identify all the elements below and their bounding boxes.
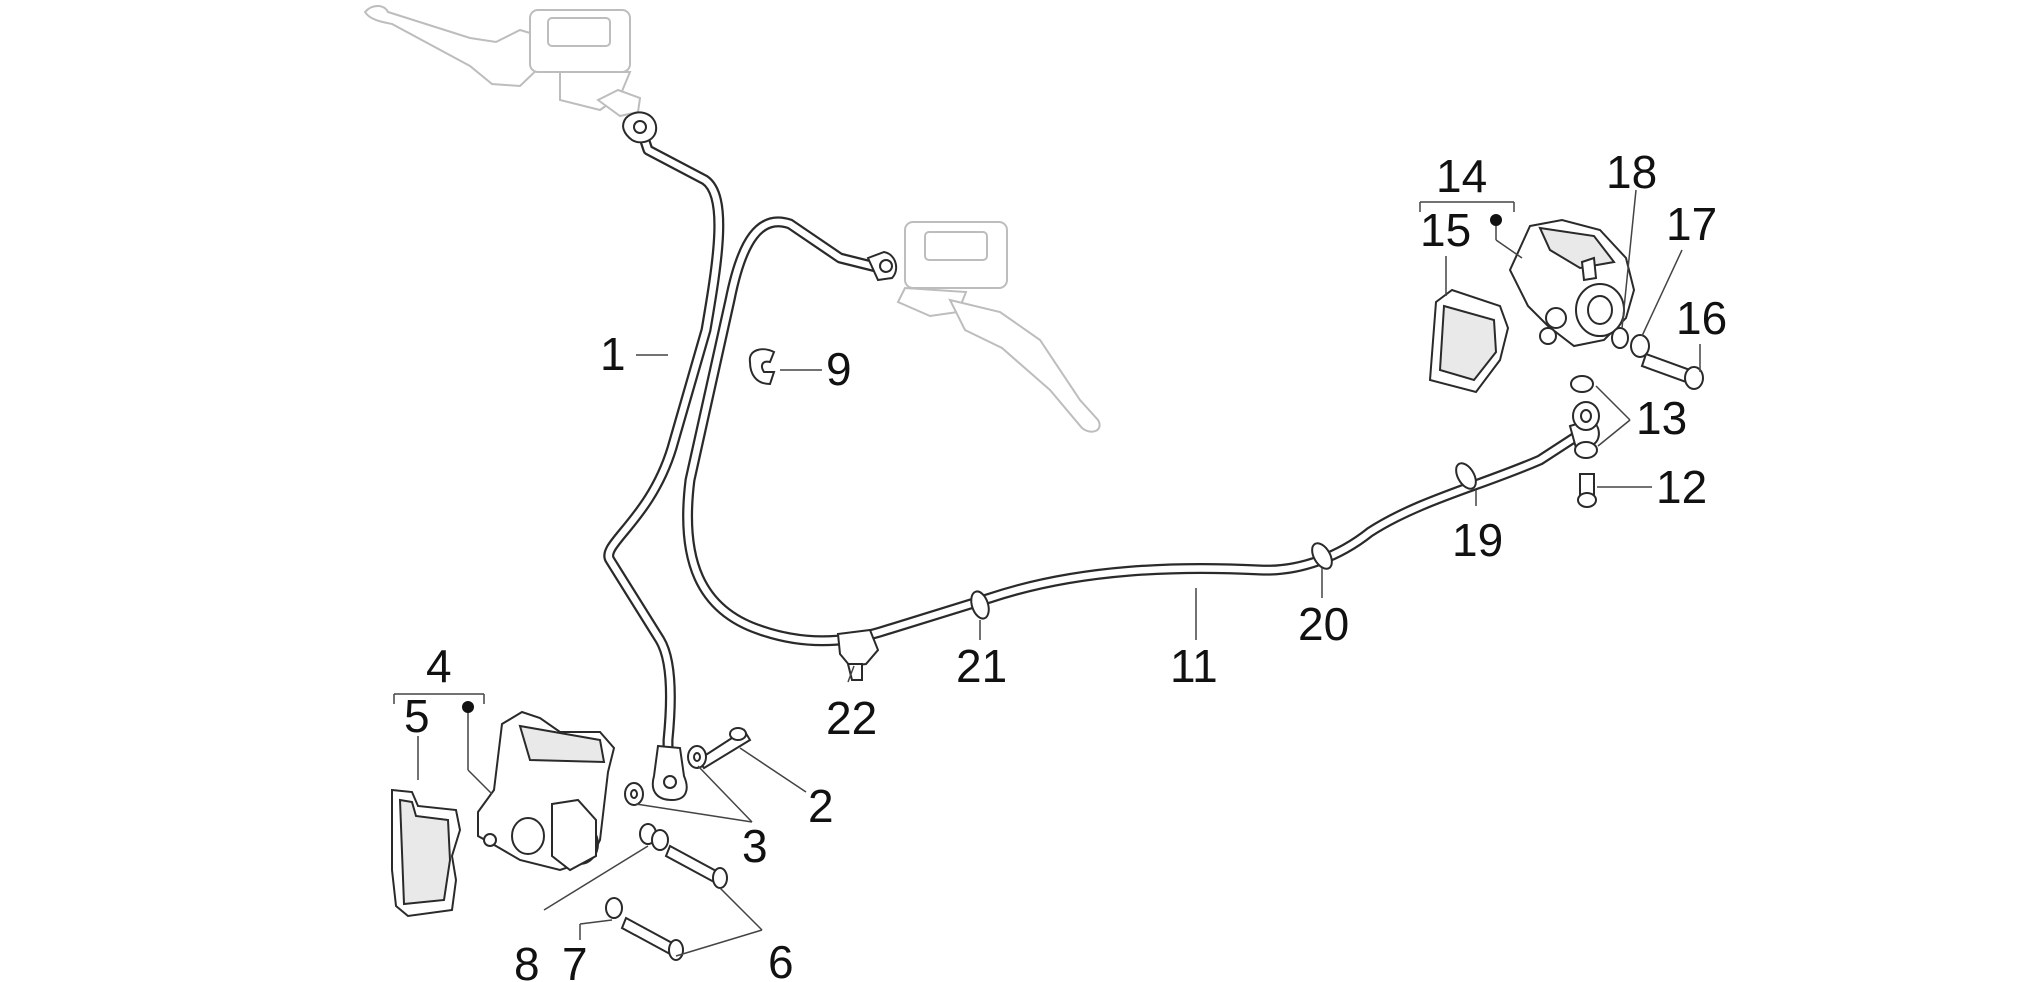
callout-16: 16 — [1676, 292, 1727, 344]
callout-6: 6 — [768, 936, 794, 982]
assembly-dot-14 — [1490, 214, 1502, 226]
hose-clamp-21 — [970, 590, 990, 620]
callout-18: 18 — [1606, 146, 1657, 198]
callout-7: 7 — [562, 938, 588, 982]
callout-8: 8 — [514, 938, 540, 982]
washer-3a — [687, 745, 707, 769]
bolt-2 — [696, 727, 752, 770]
hose-clamp-19 — [1455, 462, 1477, 490]
callout-14: 14 — [1436, 150, 1487, 202]
callout-5: 5 — [404, 690, 430, 742]
washer-8b — [651, 829, 669, 851]
hose-clamp-20 — [1311, 542, 1333, 570]
brake-pads-rear-5 — [391, 788, 462, 918]
callout-15: 15 — [1420, 204, 1471, 256]
brake-lever-assembly-front — [896, 221, 1101, 433]
washer-17 — [1630, 334, 1650, 358]
hose-clip-22 — [836, 628, 880, 681]
brake-lever-assembly-rear — [363, 5, 642, 118]
brake-hose-11 — [682, 216, 1600, 647]
callout-17: 17 — [1666, 198, 1717, 250]
callout-13: 13 — [1636, 392, 1687, 444]
brake-hose-1 — [603, 111, 725, 802]
callout-1: 1 — [600, 328, 626, 380]
bolt-16 — [1640, 352, 1704, 390]
bolt-12 — [1577, 473, 1597, 508]
bolt-6b — [620, 916, 684, 961]
washer-7 — [605, 897, 623, 919]
callout-2: 2 — [808, 780, 834, 832]
brake-caliper-rear-4 — [477, 710, 616, 872]
washer-13b — [1574, 441, 1598, 459]
callout-9: 9 — [826, 343, 852, 395]
assembly-dot-4 — [462, 701, 474, 713]
callout-22: 22 — [826, 692, 877, 744]
callout-21: 21 — [956, 640, 1007, 692]
callout-12: 12 — [1656, 461, 1707, 513]
washer-18 — [1611, 327, 1629, 349]
banjo-13 — [1572, 401, 1600, 431]
hose-clip-9 — [748, 348, 776, 386]
callout-20: 20 — [1298, 598, 1349, 650]
brake-caliper-front-14 — [1508, 218, 1636, 348]
bolt-6a — [664, 844, 728, 889]
brake-pads-front-15 — [1428, 288, 1510, 394]
callout-4: 4 — [426, 640, 452, 692]
leader-lines — [393, 189, 1701, 957]
callout-19: 19 — [1452, 514, 1503, 566]
callout-3: 3 — [742, 820, 768, 872]
washer-3b — [624, 782, 644, 806]
washer-13a — [1570, 375, 1594, 393]
callout-11: 11 — [1170, 640, 1218, 692]
